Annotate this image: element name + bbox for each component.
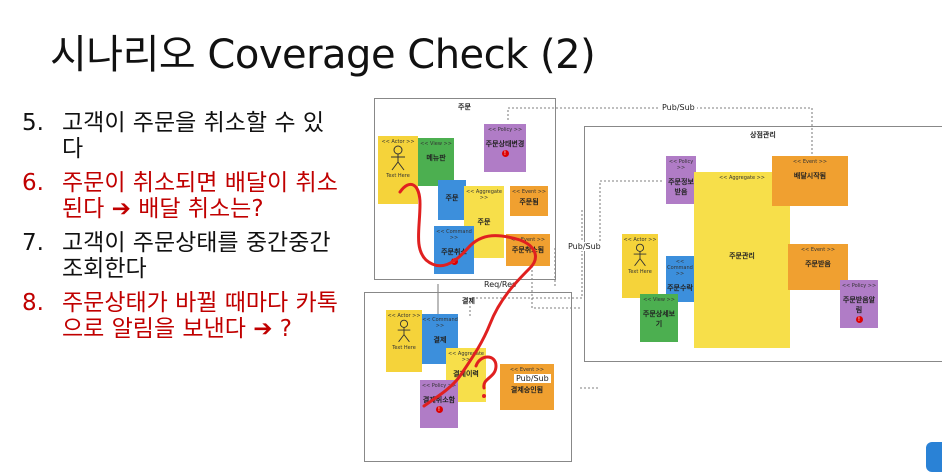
store-policy-notify-sticky: << Policy >> 주문받음알림 ! (840, 280, 878, 328)
scenario-tail-text: ? (272, 316, 293, 342)
pubsub-top-label: Pub/Sub (660, 103, 697, 112)
sticky-label: 메뉴판 (426, 154, 446, 162)
event-storming-diagram: 주문 << Actor >> Text Here << View >> 메뉴판 … (350, 88, 942, 472)
order-command-sticky: << Command >> 주문취소 ! (434, 226, 474, 274)
scenario-item-7: 7. 고객이 주문상태를 중간중간 조회한다 (22, 230, 342, 282)
sticky-label: 결제이력 (453, 370, 479, 378)
sticky-tag: << Command >> (667, 259, 693, 277)
sticky-tag: << Aggregate >> (447, 351, 485, 363)
store-policy-sticky: << Policy >> 주문정보받음 (666, 156, 696, 204)
sticky-tag: << View >> (420, 141, 452, 147)
scenario-text: 고객이 주문상태를 중간중간 조회한다 (62, 230, 331, 282)
order-actor-sticky: << Actor >> Text Here (378, 136, 418, 204)
payment-event-sticky: << Event >> 결제승인됨 (500, 364, 554, 410)
order-event-ordered-sticky: << Event >> 주문됨 (510, 186, 548, 216)
order-event-cancelled-sticky: << Event >> 주문취소됨 (506, 234, 550, 266)
scenario-list: 5. 고객이 주문을 취소할 수 있다 6. 주문이 취소되면 배달이 취소된다… (22, 110, 342, 350)
person-icon (633, 243, 647, 267)
order-context-label: 주문 (458, 103, 471, 111)
scenario-tail-text: 배달 취소는? (130, 196, 264, 222)
sticky-tag: << Aggregate >> (465, 189, 503, 201)
order-command-partial-sticky: 주문 (438, 180, 466, 220)
scenario-item-6: 6. 주문이 취소되면 배달이 취소된다 ➔ 배달 취소는? (22, 170, 342, 222)
warning-icon: ! (855, 316, 863, 323)
sticky-tag: << Command >> (422, 317, 458, 329)
sticky-text: Text Here (386, 173, 410, 179)
sticky-tag: << View >> (643, 297, 675, 303)
scenario-number: 5. (22, 110, 44, 136)
sticky-label: 결제승인됨 (510, 386, 544, 394)
sticky-tag: << Policy >> (668, 159, 694, 171)
pubsub-bottom-label: Pub/Sub (514, 374, 551, 383)
warning-icon: ! (501, 150, 509, 157)
sticky-tag: << Policy >> (421, 383, 457, 389)
order-view-sticky: << View >> 메뉴판 (418, 138, 454, 186)
floating-action-button[interactable] (926, 442, 942, 472)
right-arrow-icon: ➔ (111, 196, 131, 222)
warning-icon: ! (450, 258, 458, 265)
scenario-text: 주문상태가 바뀔 때마다 카톡으로 알림을 보낸다 (62, 290, 338, 342)
store-view-sticky: << View >> 주문상세보기 (640, 294, 678, 342)
store-actor-sticky: << Actor >> Text Here (622, 234, 658, 298)
payment-context-label: 결제 (462, 297, 475, 305)
sticky-tag: << Event >> (509, 367, 545, 373)
sticky-tag: << Event >> (792, 159, 828, 165)
sticky-label: 주문받음 (805, 260, 831, 268)
sticky-label: 결제취소함 (422, 396, 456, 404)
scenario-item-5: 5. 고객이 주문을 취소할 수 있다 (22, 110, 342, 162)
sticky-tag: << Event >> (511, 189, 547, 195)
store-event-accepted-sticky: << Event >> 주문받음 (788, 244, 848, 290)
scenario-item-8: 8. 주문상태가 바뀔 때마다 카톡으로 알림을 보낸다 ➔ ? (22, 290, 342, 342)
sticky-label: 주문됨 (519, 198, 539, 206)
sticky-label: 주문취소 (441, 248, 467, 256)
scenario-number: 8. (22, 290, 44, 316)
sticky-label: 주문정보받음 (668, 178, 694, 196)
sticky-tag: << Aggregate >> (718, 175, 765, 181)
sticky-tag: << Event >> (800, 247, 836, 253)
order-policy-sticky: << Policy >> 주문상태변경 ! (484, 124, 526, 172)
sticky-label: 배달시작됨 (793, 172, 827, 180)
sticky-tag: << Actor >> (623, 237, 657, 243)
store-event-delivery-sticky: << Event >> 배달시작됨 (772, 156, 848, 206)
scenario-text: 고객이 주문을 취소할 수 있다 (62, 110, 325, 162)
sticky-label: 주문받음알림 (842, 296, 876, 314)
reqres-label: Req/Res (482, 280, 519, 289)
person-icon (391, 145, 405, 171)
sticky-label: 주문상세보기 (642, 310, 676, 328)
sticky-text: Text Here (628, 269, 652, 275)
pubsub-mid-label: Pub/Sub (566, 242, 603, 251)
sticky-tag: << Actor >> (381, 139, 415, 145)
scenario-number: 6. (22, 170, 44, 196)
sticky-label: 주문취소됨 (511, 246, 545, 254)
sticky-label: 주문수락 (667, 284, 693, 292)
person-icon (397, 319, 411, 343)
payment-policy-sticky: << Policy >> 결제취소함 ! (420, 380, 458, 428)
sticky-tag: << Policy >> (487, 127, 523, 133)
store-context-label: 상점관리 (750, 131, 776, 139)
sticky-label: 주문 (445, 194, 459, 202)
sticky-label: 결제 (433, 336, 447, 344)
slide-title: 시나리오 Coverage Check (2) (50, 32, 596, 78)
sticky-label: 주문상태변경 (485, 140, 525, 148)
payment-actor-sticky: << Actor >> Text Here (386, 310, 422, 372)
warning-icon: ! (435, 406, 443, 413)
scenario-text: 주문이 취소되면 배달이 취소된다 (62, 170, 338, 222)
sticky-text: Text Here (392, 345, 416, 351)
sticky-tag: << Command >> (436, 229, 472, 241)
scenario-number: 7. (22, 230, 44, 256)
right-arrow-icon: ➔ (253, 316, 273, 342)
sticky-label: 주문관리 (729, 252, 755, 260)
sticky-tag: << Event >> (510, 237, 546, 243)
sticky-tag: << Policy >> (841, 283, 877, 289)
